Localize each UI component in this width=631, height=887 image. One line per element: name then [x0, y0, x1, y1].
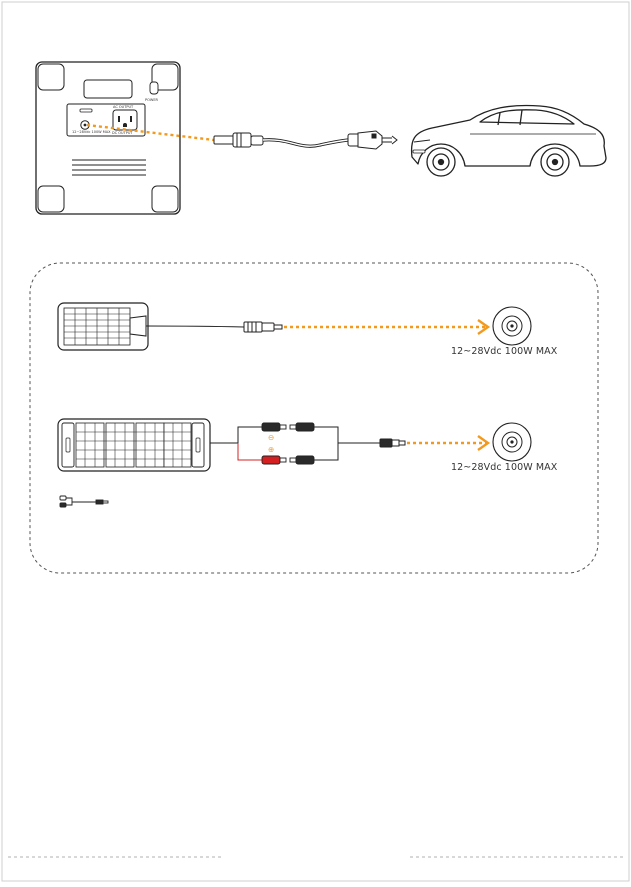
dc-plug-2 — [380, 439, 405, 447]
solar-panel-folding — [58, 419, 210, 471]
input-spec-label-2: 12~28Vdc 100W MAX — [451, 462, 557, 473]
input-port-1 — [493, 307, 531, 345]
positive-symbol: ⊕ — [268, 445, 274, 454]
negative-symbol: ⊖ — [268, 433, 274, 442]
solar-panel-single — [58, 303, 148, 350]
negative-lead-out — [314, 427, 338, 443]
dc-output-label: DC OUTPUT — [112, 131, 133, 135]
panel-1-cable — [146, 326, 244, 327]
station-display — [84, 80, 132, 98]
adapter-cable-icon — [60, 496, 108, 507]
negative-lead — [238, 427, 262, 443]
power-button — [150, 82, 158, 94]
positive-lead — [238, 443, 262, 460]
dc-input-label: 12~28Vdc 100W MAX — [72, 130, 111, 134]
ac-output-label: AC OUTPUT — [113, 105, 134, 109]
negative-connector — [262, 423, 314, 431]
input-spec-label-1: 12~28Vdc 100W MAX — [451, 346, 557, 357]
power-label: POWER — [145, 98, 159, 102]
input-port-2 — [493, 423, 531, 461]
car-charging-cable — [214, 131, 397, 149]
car — [412, 106, 606, 176]
positive-lead-out — [314, 443, 338, 460]
dc-plug-1 — [244, 322, 282, 332]
positive-connector — [262, 456, 314, 464]
power-station: POWER 12~28Vdc 100W MAX AC OUTPUT DC OUT… — [36, 62, 180, 214]
